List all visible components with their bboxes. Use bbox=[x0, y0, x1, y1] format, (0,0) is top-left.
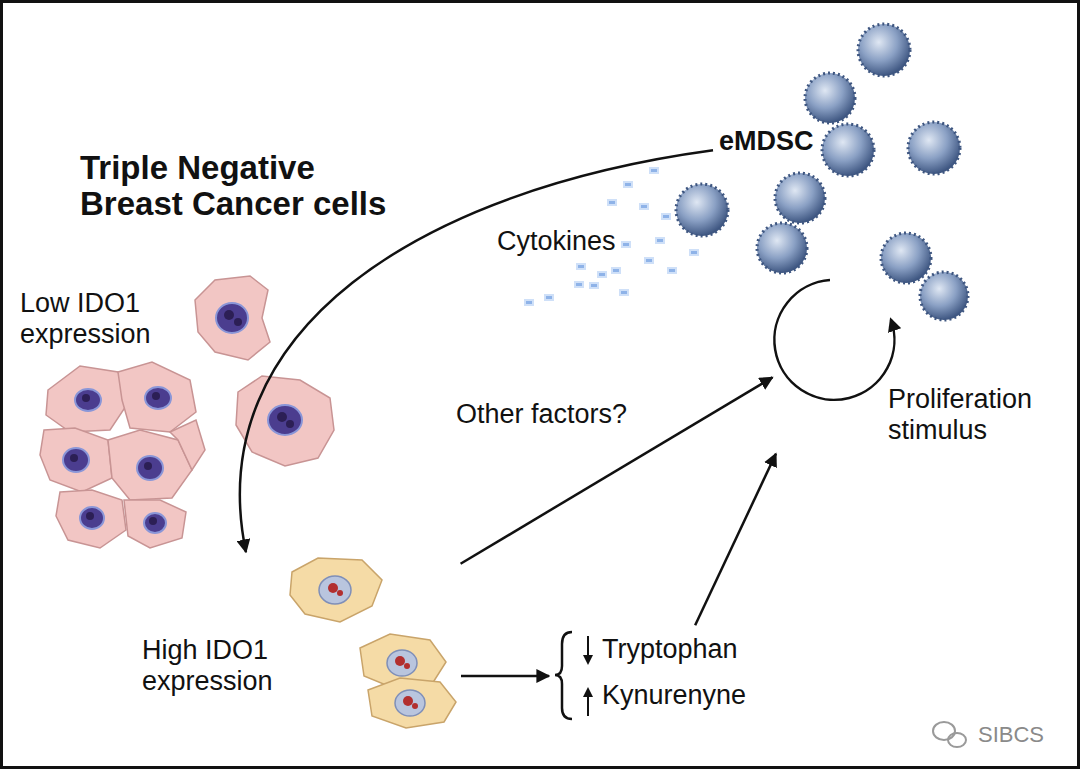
node-label: Kynurenyne bbox=[602, 680, 746, 711]
node-label: Proliferation stimulus bbox=[888, 384, 1063, 446]
up-arrow-head bbox=[583, 687, 593, 697]
high-ido1-group: High IDO1 expression bbox=[140, 555, 458, 725]
high-ido1-cells bbox=[290, 558, 456, 728]
wechat-icon bbox=[933, 722, 966, 747]
proliferation-loop bbox=[774, 280, 894, 400]
node-label: High IDO1 expression bbox=[142, 635, 314, 697]
up-arrow-shaft bbox=[587, 694, 589, 716]
metabolite-bracket: TryptophanKynurenyne bbox=[552, 628, 772, 723]
node-label: Tryptophan bbox=[602, 634, 738, 665]
brace bbox=[555, 632, 572, 719]
watermark: SIBCS bbox=[978, 722, 1044, 747]
high-ido1-nuclei bbox=[319, 576, 425, 716]
edge-label: Other factors? bbox=[453, 399, 630, 430]
diagram-title: Triple Negative Breast Cancer cells bbox=[80, 150, 410, 222]
emdsc-group: eMDSC bbox=[716, 124, 818, 162]
low-ido1-group: Low IDO1 expression bbox=[14, 282, 314, 547]
node-label: Low IDO1 expression bbox=[20, 288, 195, 350]
high-ido1-chromatin bbox=[328, 583, 418, 709]
proliferation-loop-node: Proliferation stimulus bbox=[775, 272, 1067, 451]
down-arrow-shaft bbox=[587, 636, 589, 658]
bracket-symbol bbox=[552, 628, 600, 723]
cytokines-label: Cytokines bbox=[497, 226, 616, 257]
down-arrow-head bbox=[583, 655, 593, 665]
connector bbox=[695, 454, 776, 626]
emdsc-cells bbox=[676, 24, 968, 320]
node-label: eMDSC bbox=[719, 126, 814, 157]
connector bbox=[461, 675, 549, 678]
